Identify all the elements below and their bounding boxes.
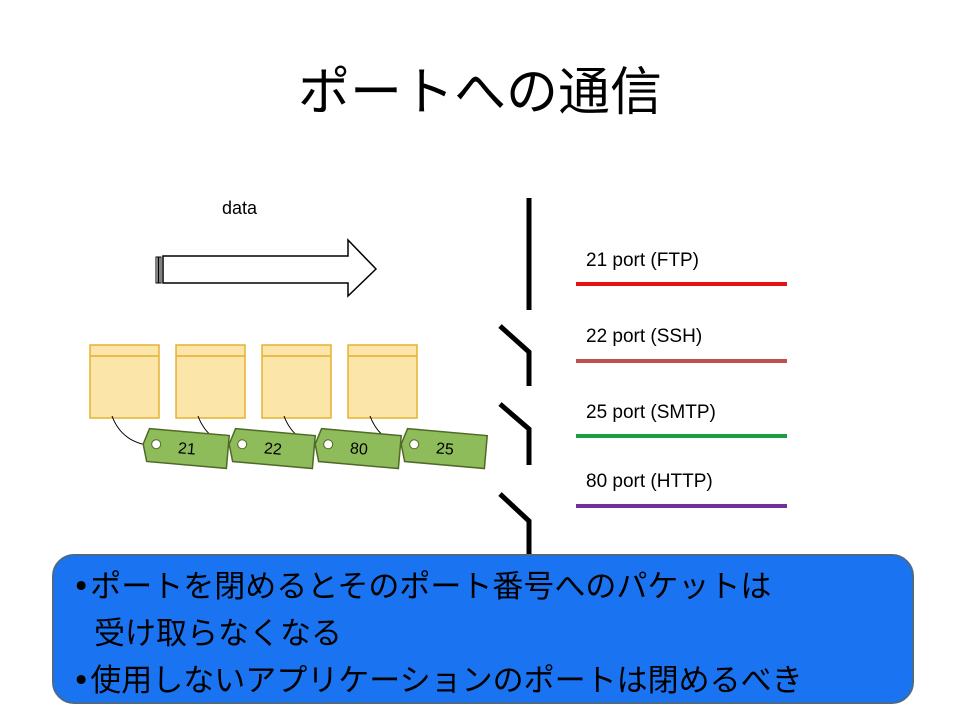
packet-tag-21: 21	[142, 427, 231, 470]
envelope	[261, 344, 332, 419]
bullet-marker: •	[72, 569, 91, 605]
packet-tag-22: 22	[228, 427, 317, 470]
bullet-marker: •	[72, 663, 91, 699]
data-arrow	[155, 238, 378, 298]
flow-label: data	[222, 198, 258, 218]
envelopes	[89, 344, 418, 419]
port-label-25: 25 port (SMTP)	[586, 402, 716, 423]
port-lines	[576, 282, 787, 508]
packet-tag-80: 80	[314, 427, 403, 470]
bullet-text: ポートを閉めるとそのポート番号へのパケットは	[90, 569, 772, 605]
slide-title: ポートへの通信	[297, 63, 662, 123]
port-label-80: 80 port (HTTP)	[586, 471, 713, 492]
tag-label: 22	[263, 440, 282, 458]
port-label-22: 22 port (SSH)	[586, 326, 703, 347]
gate-closed-80	[498, 492, 532, 558]
packet-tag-25: 25	[400, 427, 489, 470]
port-gates	[498, 198, 532, 558]
summary-callout: •ポートを閉めるとそのポート番号へのパケットは 受け取らなくなる •使用しないア…	[52, 554, 914, 704]
bullet-continuation: 受け取らなくなる	[94, 616, 342, 652]
tag-label: 80	[349, 440, 368, 458]
port-label-21: 21 port (FTP)	[586, 250, 699, 271]
envelope	[89, 344, 160, 419]
gate-closed-22	[498, 324, 532, 386]
tag-label: 21	[177, 440, 196, 458]
envelope	[175, 344, 246, 419]
gate-closed-25	[498, 402, 532, 465]
bullet-item: •ポートを閉めるとそのポート番号へのパケットは	[72, 564, 912, 611]
bullet-item: •使用しないアプリケーションのポートは閉めるべき	[72, 658, 912, 705]
bullet-text: 使用しないアプリケーションのポートは閉めるべき	[90, 663, 803, 699]
packet-tags: 21 22 80 25	[142, 427, 489, 470]
envelope	[347, 344, 418, 419]
tag-label: 25	[435, 440, 454, 458]
